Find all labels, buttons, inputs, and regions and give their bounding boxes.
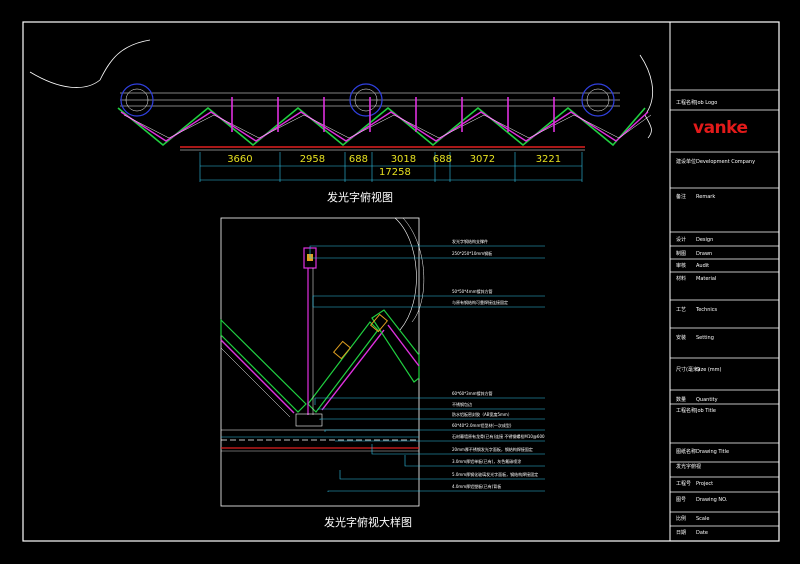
title-block-value: Job Title [696, 408, 717, 414]
title-block-key: 审核 [676, 263, 687, 269]
segment-dimension: 688 [432, 154, 452, 165]
detail-note: 250*250*10mm钢板 [452, 251, 493, 256]
detail-frame [220, 217, 420, 507]
detail-note: 与原有钢结构可靠焊接连接固定 [452, 300, 508, 305]
title-block-value: Drawn [696, 251, 713, 257]
vanke-logo: vanke [693, 118, 748, 138]
note-leader [312, 300, 545, 308]
title-block-key: 尺寸(毫米) [676, 367, 700, 373]
title-block-key: 工程名称 [676, 408, 697, 414]
detail-note: 3.0mm厚铝单板(已有)，灰色氟碳喷涂 [452, 459, 522, 464]
title-block-key: 材料 [676, 276, 687, 282]
title-block-key: 备注 [676, 194, 687, 200]
detail-note: 50*50*4mm镀锌方管 [452, 289, 493, 294]
title-block-value: Scale [696, 516, 710, 522]
title-block-key: 制图 [676, 251, 687, 257]
note-leader [324, 429, 545, 432]
title-block-value: Audit [696, 263, 710, 269]
title-block-value: Date [696, 530, 708, 536]
note-leader [404, 455, 545, 467]
segment-dimension: 3018 [390, 154, 417, 165]
zigzag-insulation [117, 106, 646, 147]
title-block-key: 建设单位 [676, 159, 697, 165]
detail-note: 不锈钢包边 [452, 402, 472, 407]
note-leader [371, 444, 545, 455]
title-block-value: Drawing Title [696, 449, 730, 455]
title-block-value: Design [696, 237, 714, 243]
title-block-value: 发光字俯视 [676, 464, 702, 470]
detail-panels [220, 309, 420, 418]
title-block-key: 安装 [676, 335, 687, 341]
title-block-value: Drawing NO. [696, 497, 728, 503]
plan-view [29, 39, 653, 182]
title-block-value: Quantity [696, 397, 718, 403]
column-circles [120, 83, 615, 117]
detail-note: 60*60*3mm镀锌方管 [452, 391, 493, 396]
title-block-key: 日期 [676, 530, 687, 536]
detail-note: 5.0mm厚钢化玻璃发光字面板，钢结构焊接固定 [452, 472, 539, 477]
dimension-lines [200, 165, 582, 181]
note-leader [339, 470, 545, 480]
title-block-key: 工程名称 [676, 100, 697, 106]
title-block-value: Technics [696, 307, 718, 313]
title-block-value: Size (mm) [696, 367, 722, 373]
note-leader [312, 295, 545, 300]
title-block-value: Setting [696, 335, 714, 341]
detail-note: 60*40*2.0mm铝型材(一次成型) [452, 423, 512, 428]
drawing-frame [22, 21, 780, 542]
note-leader [327, 490, 545, 492]
support-posts [231, 97, 555, 132]
plan-caption: 发光字俯视图 [327, 191, 393, 204]
detail-note: 发光字钢结构支撑件 [452, 239, 488, 244]
detail-view [220, 217, 545, 507]
title-block-value: Job Logo [696, 100, 718, 106]
detail-note: 防水铝板密封胶（AB宽度5mm） [452, 412, 512, 417]
zigzag-panel [120, 111, 649, 142]
title-block-key: 图号 [676, 497, 687, 503]
title-block-value: Project [696, 481, 714, 487]
note-leader [317, 408, 545, 410]
title-block-key: 比例 [676, 516, 687, 522]
detail-note: 石材幕墙原有龙骨(已有)连接 不锈钢螺栓M10@600 [452, 434, 545, 439]
total-dimension: 17258 [379, 167, 411, 178]
segment-dimension: 2958 [299, 154, 326, 165]
segment-dimension: 3072 [469, 154, 496, 165]
title-block-value: Remark [696, 194, 716, 200]
detail-note: 4.0mm厚铝塑板(已有)背板 [452, 484, 502, 489]
detail-caption: 发光字俯视大样图 [324, 516, 412, 529]
title-block-grid [670, 89, 779, 542]
note-leader [314, 397, 545, 405]
segment-dimension: 688 [348, 154, 368, 165]
note-leader [319, 418, 545, 420]
title-block-key: 设计 [676, 237, 687, 243]
title-block-key: 工艺 [676, 307, 687, 313]
segment-dimension: 3221 [535, 154, 562, 165]
title-block-key: 工程号 [676, 481, 692, 487]
title-block-key: 数量 [676, 397, 687, 403]
note-leader [309, 245, 545, 258]
detail-note: 20mm厚不锈钢发光字面板，钢结构焊接固定 [452, 447, 533, 452]
title-block-value: Material [696, 276, 717, 282]
title-block-key: 图纸名称 [676, 449, 697, 455]
segment-dimension: 3660 [227, 154, 253, 165]
title-block-value: Development Company [696, 159, 756, 165]
leader-lines [309, 245, 545, 492]
